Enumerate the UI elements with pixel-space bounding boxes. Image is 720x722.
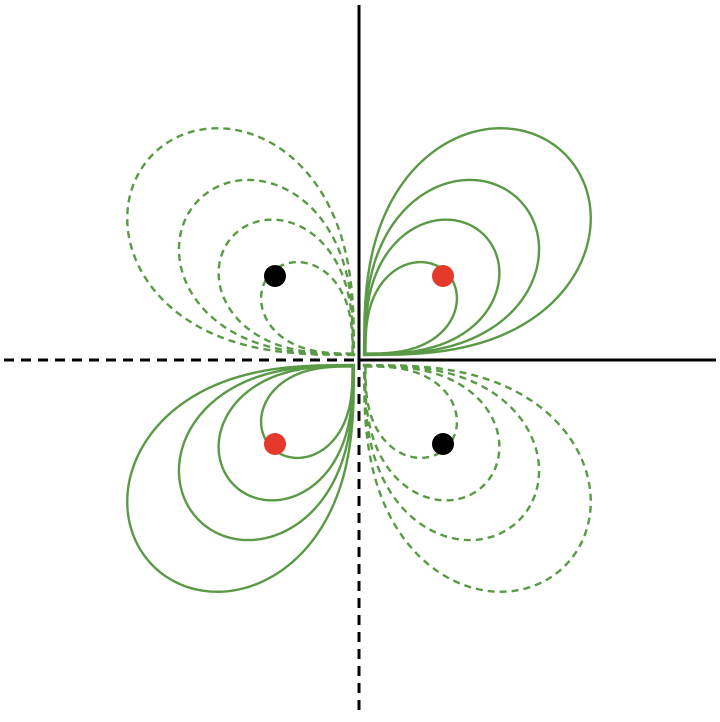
negative-charge-dot — [432, 433, 454, 455]
contour-line — [127, 128, 354, 355]
contour-line — [365, 180, 539, 354]
contour-line — [179, 366, 353, 540]
contour-line — [364, 128, 591, 355]
charges-layer — [264, 265, 454, 455]
contour-layer — [127, 128, 590, 591]
negative-charge-dot — [264, 265, 286, 287]
contour-line — [364, 365, 591, 592]
contour-line — [365, 366, 539, 540]
lobe-top-left — [127, 128, 354, 355]
positive-charge-dot — [432, 265, 454, 287]
contour-line — [219, 366, 353, 500]
contour-line — [179, 180, 353, 354]
contour-line — [219, 220, 353, 354]
contour-line — [365, 220, 499, 354]
lobe-bottom-left — [127, 365, 354, 592]
lobe-top-right — [364, 128, 591, 355]
contour-line — [365, 366, 499, 500]
lobe-bottom-right — [364, 365, 591, 592]
axes-layer — [4, 5, 716, 717]
positive-charge-dot — [264, 433, 286, 455]
contour-line — [127, 365, 354, 592]
